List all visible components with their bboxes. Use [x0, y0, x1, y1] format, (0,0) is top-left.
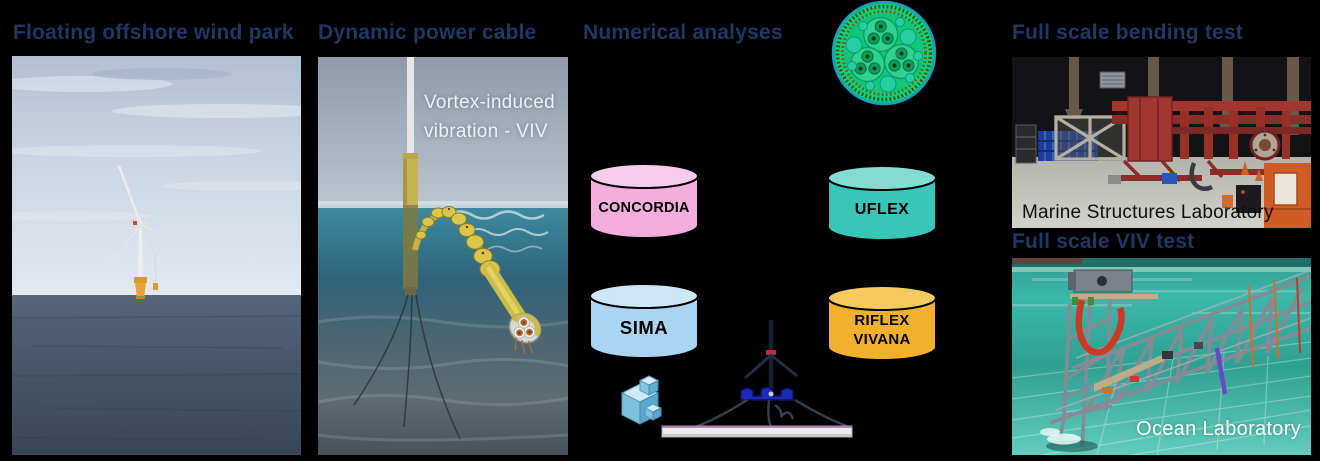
power-cable-title: Dynamic power cable: [318, 21, 537, 44]
red-strap: [1075, 299, 1125, 356]
cable-cut-end: [508, 312, 542, 355]
fem-cube-icon: [620, 375, 663, 425]
floor-items: [1108, 161, 1311, 228]
viv-test-title: Full scale VIV test: [1012, 230, 1195, 253]
floating-turbine-model-icon: [661, 320, 853, 438]
tool-cylinder-riflex-vivana: RIFLEX VIVANA: [826, 284, 938, 364]
seabed-bar: [661, 425, 853, 438]
tool-cylinder-concordia: CONCORDIA: [588, 162, 700, 242]
grey-test-frame: [1054, 115, 1126, 161]
tool-cylinder-uflex: UFLEX: [826, 164, 938, 244]
viv-test-photo: Ocean Laboratory: [1012, 258, 1311, 455]
bending-test-illustration: [1012, 57, 1311, 228]
riflex-vivana-label: RIFLEX VIVANA: [853, 312, 911, 348]
wave-foam: [447, 210, 549, 253]
uflex-label: UFLEX: [854, 201, 910, 218]
orange-lines: [1248, 279, 1279, 369]
tool-cylinder-sima: SIMA: [588, 282, 700, 362]
viv-truss-rig: [1049, 269, 1311, 448]
wind-park-title: Floating offshore wind park: [13, 21, 294, 44]
cable-cross-section-icon: [831, 0, 937, 106]
water-surface: [318, 201, 568, 208]
mooring-lines-model: [694, 398, 848, 429]
numerical-title: Numerical analyses: [583, 21, 783, 44]
bending-test-title: Full scale bending test: [1012, 21, 1243, 44]
purple-strap: [1214, 347, 1228, 395]
wind-turbine: [107, 165, 161, 299]
bending-test-photo: Marine Structures Laboratory: [1012, 57, 1311, 228]
red-bending-rig: [1110, 96, 1311, 183]
filler-elements: [845, 17, 923, 93]
wall-vent: [1099, 71, 1126, 89]
power-cable-illustration: [318, 57, 568, 455]
sea-texture: [12, 315, 301, 441]
background-turbine: [147, 241, 164, 290]
cloud-streaks: [12, 68, 301, 221]
viv-test-illustration: [1012, 258, 1311, 455]
power-cores: [849, 16, 920, 83]
bending-test-caption: Marine Structures Laboratory: [1022, 202, 1274, 223]
power-cable-photo: Vortex-induced vibration - VIV: [318, 57, 568, 455]
sima-label: SIMA: [619, 317, 669, 338]
viv-test-caption: Ocean Laboratory: [1136, 418, 1301, 440]
wind-park-photo: [12, 56, 301, 455]
mooring-lines: [353, 294, 461, 440]
floater: [740, 386, 794, 401]
viv-overlay-text: Vortex-induced vibration - VIV: [424, 92, 555, 142]
concordia-label: CONCORDIA: [598, 200, 690, 216]
splash: [1047, 433, 1081, 445]
wind-park-illustration: [12, 56, 301, 455]
dynamic-cable: [406, 206, 542, 355]
